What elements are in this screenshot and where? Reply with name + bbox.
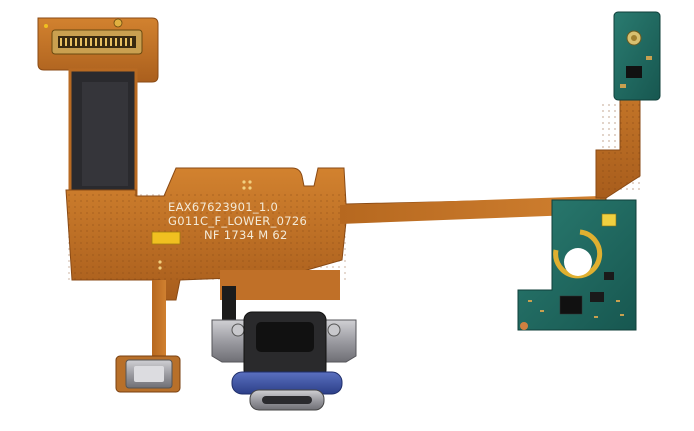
- side-connector: [222, 286, 236, 320]
- microphone-flex: [115, 280, 181, 393]
- silkscreen-board-name: G011C_F_LOWER_0726: [168, 214, 307, 228]
- silkscreen-date-code: NF 1734 M 62: [204, 228, 288, 242]
- green-sensor-pcb: [517, 199, 637, 331]
- silkscreen-part-number: EAX67623901_1.0: [168, 200, 278, 214]
- black-flex-ribbon: [68, 68, 138, 198]
- gold-mounting-ring: [553, 229, 603, 279]
- main-flex-body: EAX67623901_1.0 G011C_F_LOWER_0726 NF 17…: [65, 167, 607, 301]
- antenna-board: [613, 11, 661, 101]
- usb-c-port-assembly: [211, 270, 357, 411]
- gold-contact-pad: [151, 231, 181, 245]
